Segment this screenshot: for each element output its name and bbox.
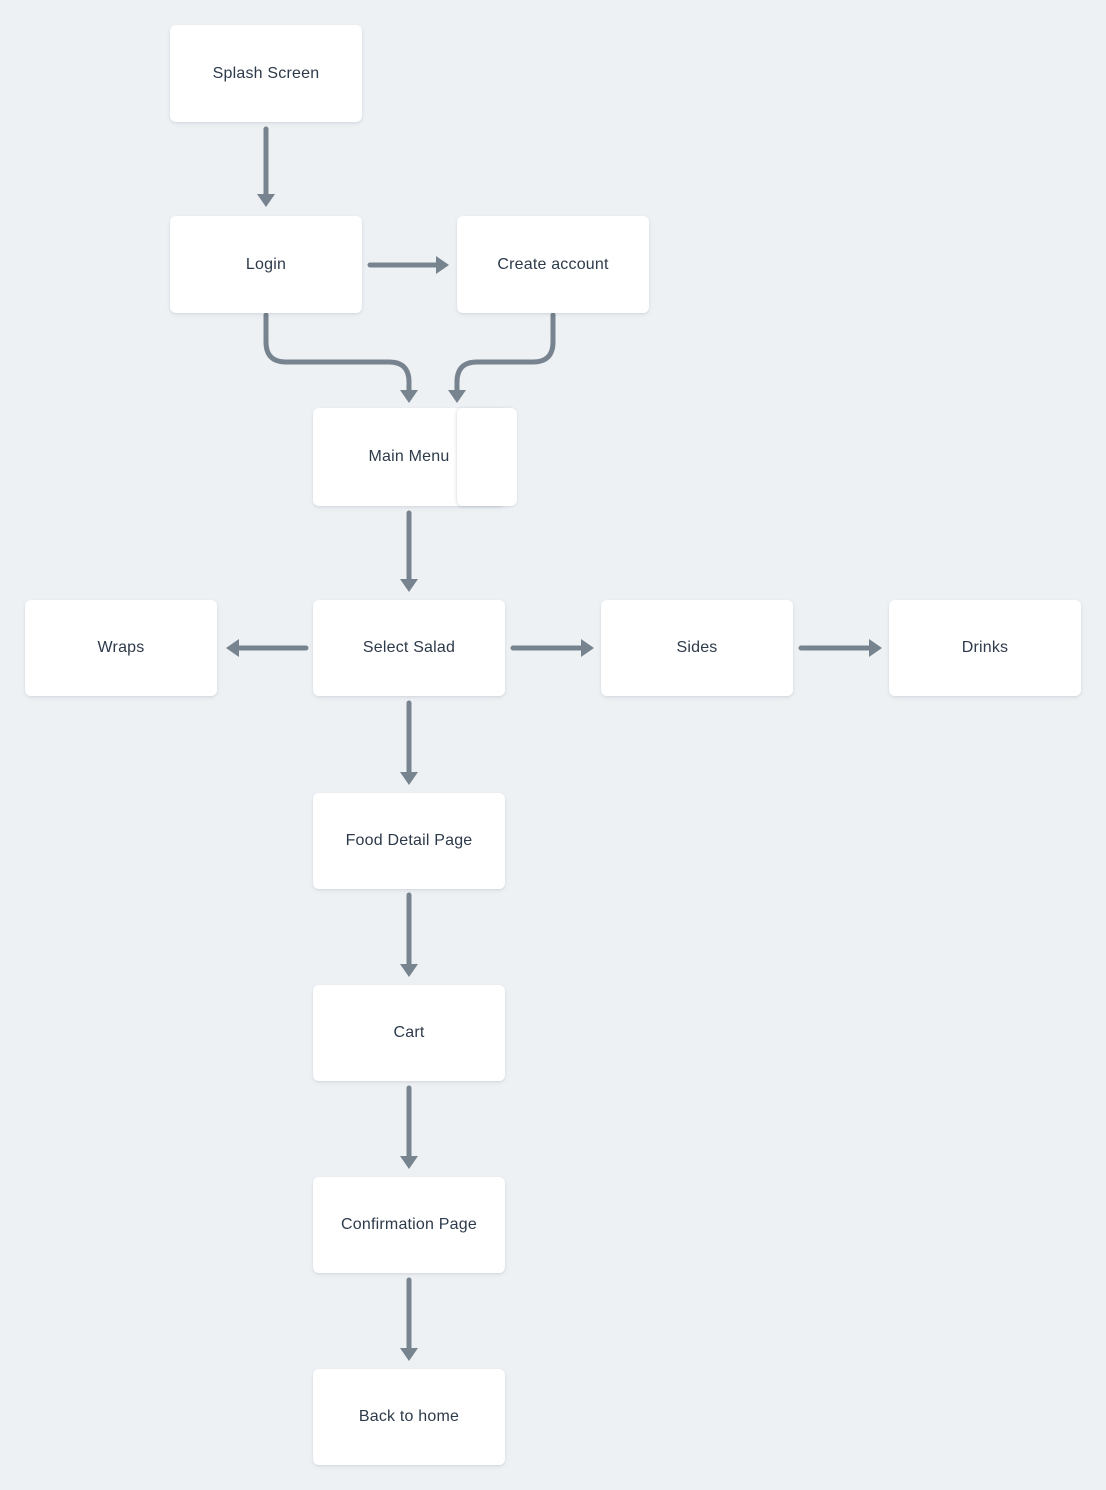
- edge-login-to-main-menu: [263, 312, 418, 403]
- node-splash-screen-label: Splash Screen: [212, 64, 320, 82]
- node-cart[interactable]: Cart: [313, 985, 505, 1081]
- node-back-to-home-label: Back to home: [358, 1408, 460, 1425]
- edge-login-to-create-account: [367, 256, 449, 274]
- node-cart-label: Cart: [393, 1024, 425, 1041]
- node-confirmation-page-label: Confirmation Page: [341, 1216, 477, 1233]
- node-select-salad[interactable]: Select Salad: [313, 600, 505, 696]
- node-confirmation-page[interactable]: Confirmation Page: [313, 1177, 505, 1273]
- node-food-detail-page[interactable]: Food Detail Page: [313, 793, 505, 889]
- node-login[interactable]: Login: [170, 216, 362, 313]
- edge-create-account-to-main-menu: [448, 312, 556, 403]
- edge-confirmation-to-back-home: [400, 1277, 418, 1361]
- node-main-menu-label: Main Menu: [368, 448, 450, 465]
- edge-main-menu-to-select-salad: [400, 510, 418, 592]
- node-create-account-label: Create account: [497, 255, 609, 273]
- edge-sides-to-drinks: [798, 639, 882, 657]
- node-drinks-label: Drinks: [961, 639, 1009, 656]
- edge-select-salad-to-food-detail: [400, 700, 418, 785]
- node-wraps[interactable]: Wraps: [25, 600, 217, 696]
- edge-cart-to-confirmation: [400, 1085, 418, 1169]
- node-sides-label: Sides: [676, 639, 718, 656]
- node-food-detail-page-label: Food Detail Page: [345, 832, 473, 849]
- edge-splash-to-login: [257, 126, 275, 207]
- edge-select-salad-to-sides: [510, 639, 594, 657]
- blank-node-overlay: [457, 408, 517, 506]
- edge-select-salad-to-wraps: [226, 639, 309, 657]
- node-splash-screen[interactable]: Splash Screen: [170, 25, 362, 122]
- node-create-account[interactable]: Create account: [457, 216, 649, 313]
- edge-food-detail-to-cart: [400, 892, 418, 977]
- node-sides[interactable]: Sides: [601, 600, 793, 696]
- node-back-to-home[interactable]: Back to home: [313, 1369, 505, 1465]
- node-select-salad-label: Select Salad: [362, 639, 456, 656]
- node-wraps-label: Wraps: [97, 639, 145, 656]
- node-drinks[interactable]: Drinks: [889, 600, 1081, 696]
- node-login-label: Login: [245, 255, 287, 273]
